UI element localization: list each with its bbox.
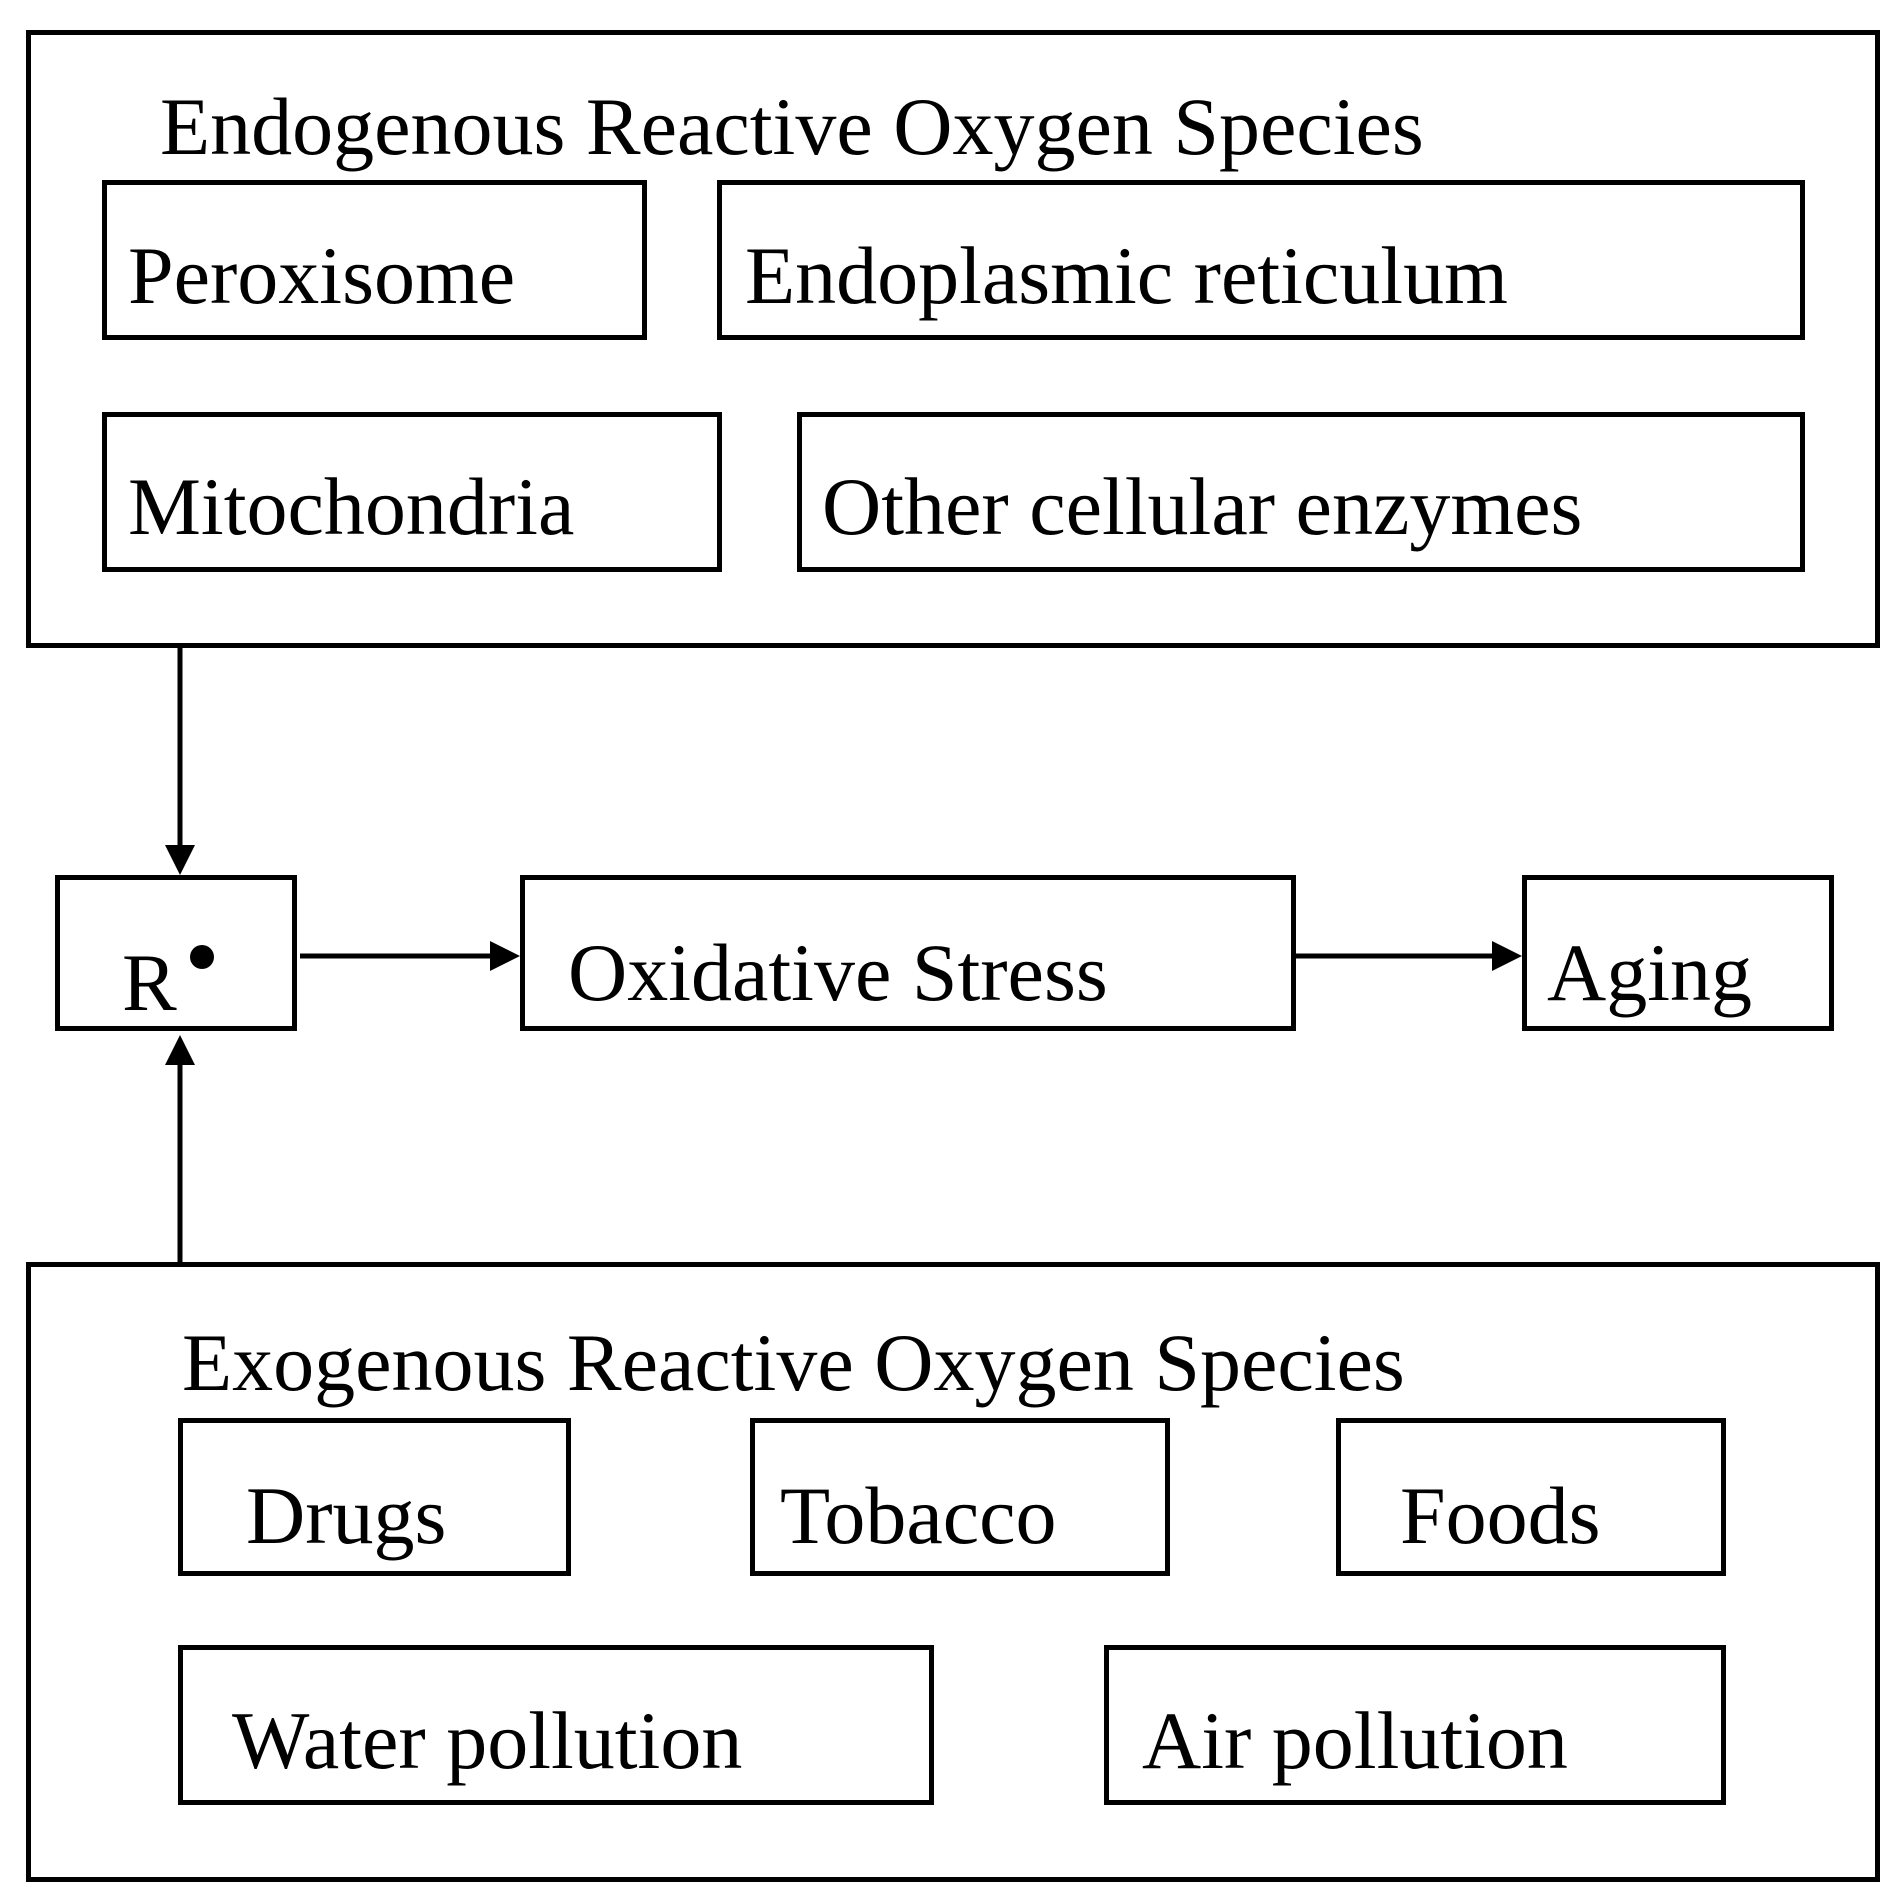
exogenous-item-air-pollution [1104,1645,1726,1805]
exogenous-item-label: Tobacco [780,1470,1057,1561]
exogenous-item-water-pollution [178,1645,934,1805]
endogenous-item-mitochondria [102,412,722,572]
endogenous-item-other-cellular-enzymes [797,412,1805,572]
aging-label: Aging [1547,927,1752,1018]
exogenous-item-foods [1336,1418,1726,1576]
exogenous-item-drugs [178,1418,571,1576]
arrow-exogenous-to-radical [165,1035,195,1262]
radical-letter: R [122,937,177,1028]
oxidative-stress-label: Oxidative Stress [568,927,1108,1018]
arrow-endogenous-to-radical [165,648,195,875]
endogenous-item-label: Peroxisome [128,230,516,321]
radical-symbol: R [122,942,177,1024]
radical-dot-icon [190,945,214,969]
exogenous-title: Exogenous Reactive Oxygen Species [182,1317,1405,1408]
endogenous-item-endoplasmic-reticulum [717,180,1805,340]
exogenous-item-tobacco [750,1418,1170,1576]
oxidative-stress-box [520,875,1296,1031]
endogenous-item-label: Mitochondria [128,461,575,552]
exogenous-item-label: Air pollution [1142,1695,1568,1786]
arrow-radical-to-oxidative-stress [300,941,520,971]
aging-box [1522,875,1834,1031]
radical-box [55,875,297,1031]
endogenous-item-label: Endoplasmic reticulum [745,230,1508,321]
exogenous-item-label: Water pollution [232,1695,743,1786]
endogenous-title: Endogenous Reactive Oxygen Species [160,81,1424,172]
exogenous-item-label: Foods [1400,1470,1601,1561]
arrow-oxidative-stress-to-aging [1292,941,1522,971]
endogenous-item-label: Other cellular enzymes [822,461,1583,552]
exogenous-item-label: Drugs [246,1470,447,1561]
endogenous-item-peroxisome [102,180,647,340]
